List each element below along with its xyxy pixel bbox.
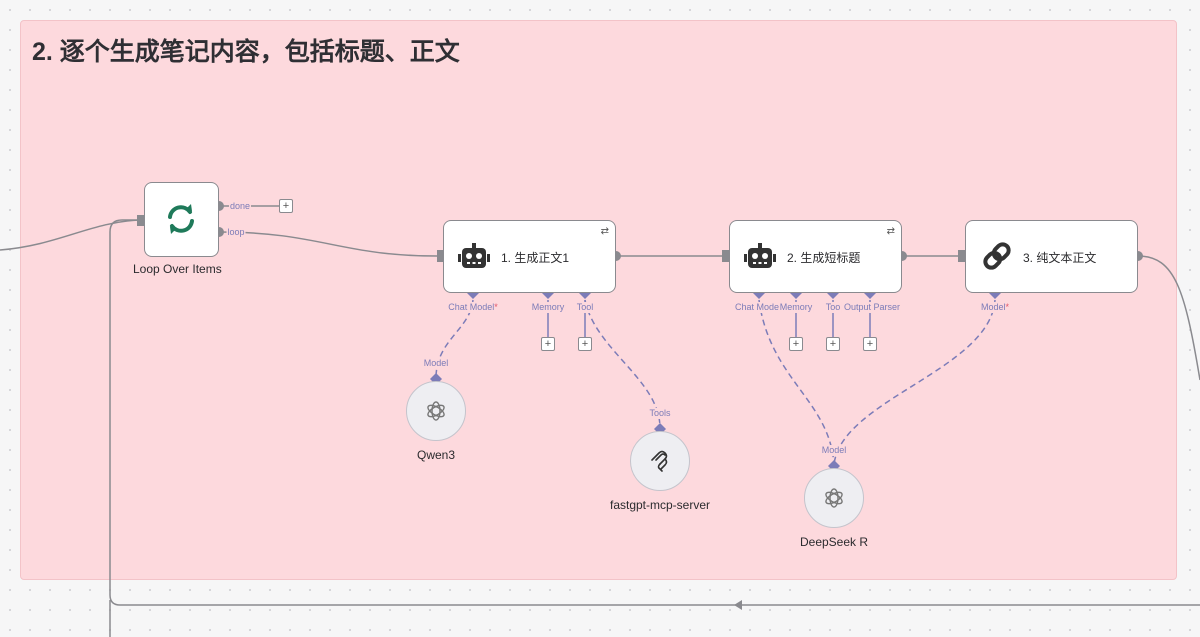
qwen-model-node[interactable] <box>406 381 466 441</box>
memory-label: Memory <box>778 302 814 313</box>
sticky-note[interactable]: 2. 逐个生成笔记内容，包括标题、正文 <box>20 20 1177 580</box>
input-handle <box>437 250 444 262</box>
deepseek-connection-a <box>758 299 835 466</box>
deepseek-connection-b <box>833 299 996 466</box>
openai-icon <box>822 486 846 515</box>
mcp-handle-label: Tools <box>648 408 672 419</box>
agent2-title: 2. 生成短标题 <box>787 251 861 265</box>
add-done-node-button[interactable]: + <box>279 199 293 213</box>
openai-icon <box>424 399 448 428</box>
tool-label: Too <box>824 302 842 313</box>
add-memory-button[interactable]: + <box>541 337 555 351</box>
mcp-icon <box>649 450 671 477</box>
loop-over-items-node[interactable] <box>144 182 219 257</box>
done-output-label: done <box>228 201 252 212</box>
loop-mode-icon: ⇄ <box>886 226 895 237</box>
output-parser-label: Output Parser <box>842 302 902 313</box>
agent1-title: 1. 生成正文1 <box>501 251 570 265</box>
deepseek-label: DeepSeek R <box>799 535 869 549</box>
robot-icon <box>744 243 776 276</box>
loop-back-arrow <box>734 600 742 610</box>
chat-model-label: Chat Model* <box>447 302 499 313</box>
sticky-title: 2. 逐个生成笔记内容，包括标题、正文 <box>32 38 460 66</box>
link-icon <box>980 239 1014 278</box>
loop-mode-icon: ⇄ <box>600 226 609 237</box>
model-label: Model* <box>979 302 1011 313</box>
qwen-label: Qwen3 <box>416 448 456 462</box>
add-tool-button[interactable]: + <box>578 337 592 351</box>
add-tool-button[interactable]: + <box>826 337 840 351</box>
incoming-connection <box>0 219 141 251</box>
agent-node-1[interactable]: 1. 生成正文1 ⇄ <box>443 220 616 293</box>
chain3-title: 3. 纯文本正文 <box>1023 251 1097 265</box>
chain3-output-connection <box>1137 255 1200 381</box>
loop-connection <box>218 231 438 257</box>
input-handle <box>137 215 144 226</box>
tool-label: Tool <box>575 302 595 313</box>
memory-label: Memory <box>530 302 566 313</box>
agent-node-2[interactable]: 2. 生成短标题 ⇄ <box>729 220 902 293</box>
input-handle <box>722 250 729 262</box>
add-memory-button[interactable]: + <box>789 337 803 351</box>
qwen-connection <box>435 299 474 379</box>
mcp-tool-node[interactable] <box>630 431 690 491</box>
input-handle <box>958 250 965 262</box>
qwen-handle-label: Model <box>422 358 450 369</box>
loop-node-label: Loop Over Items <box>133 262 222 276</box>
refresh-icon <box>164 202 198 241</box>
llm-chain-node-3[interactable]: 3. 纯文本正文 <box>965 220 1138 293</box>
deepseek-model-node[interactable] <box>804 468 864 528</box>
chat-model-label: Chat Mode <box>733 302 781 313</box>
deepseek-handle-label: Model <box>820 445 848 456</box>
add-parser-button[interactable]: + <box>863 337 877 351</box>
mcp-label: fastgpt-mcp-server <box>609 498 711 512</box>
robot-icon <box>458 243 490 276</box>
loop-back-connection <box>109 219 1200 606</box>
loop-output-label: loop <box>226 227 246 238</box>
